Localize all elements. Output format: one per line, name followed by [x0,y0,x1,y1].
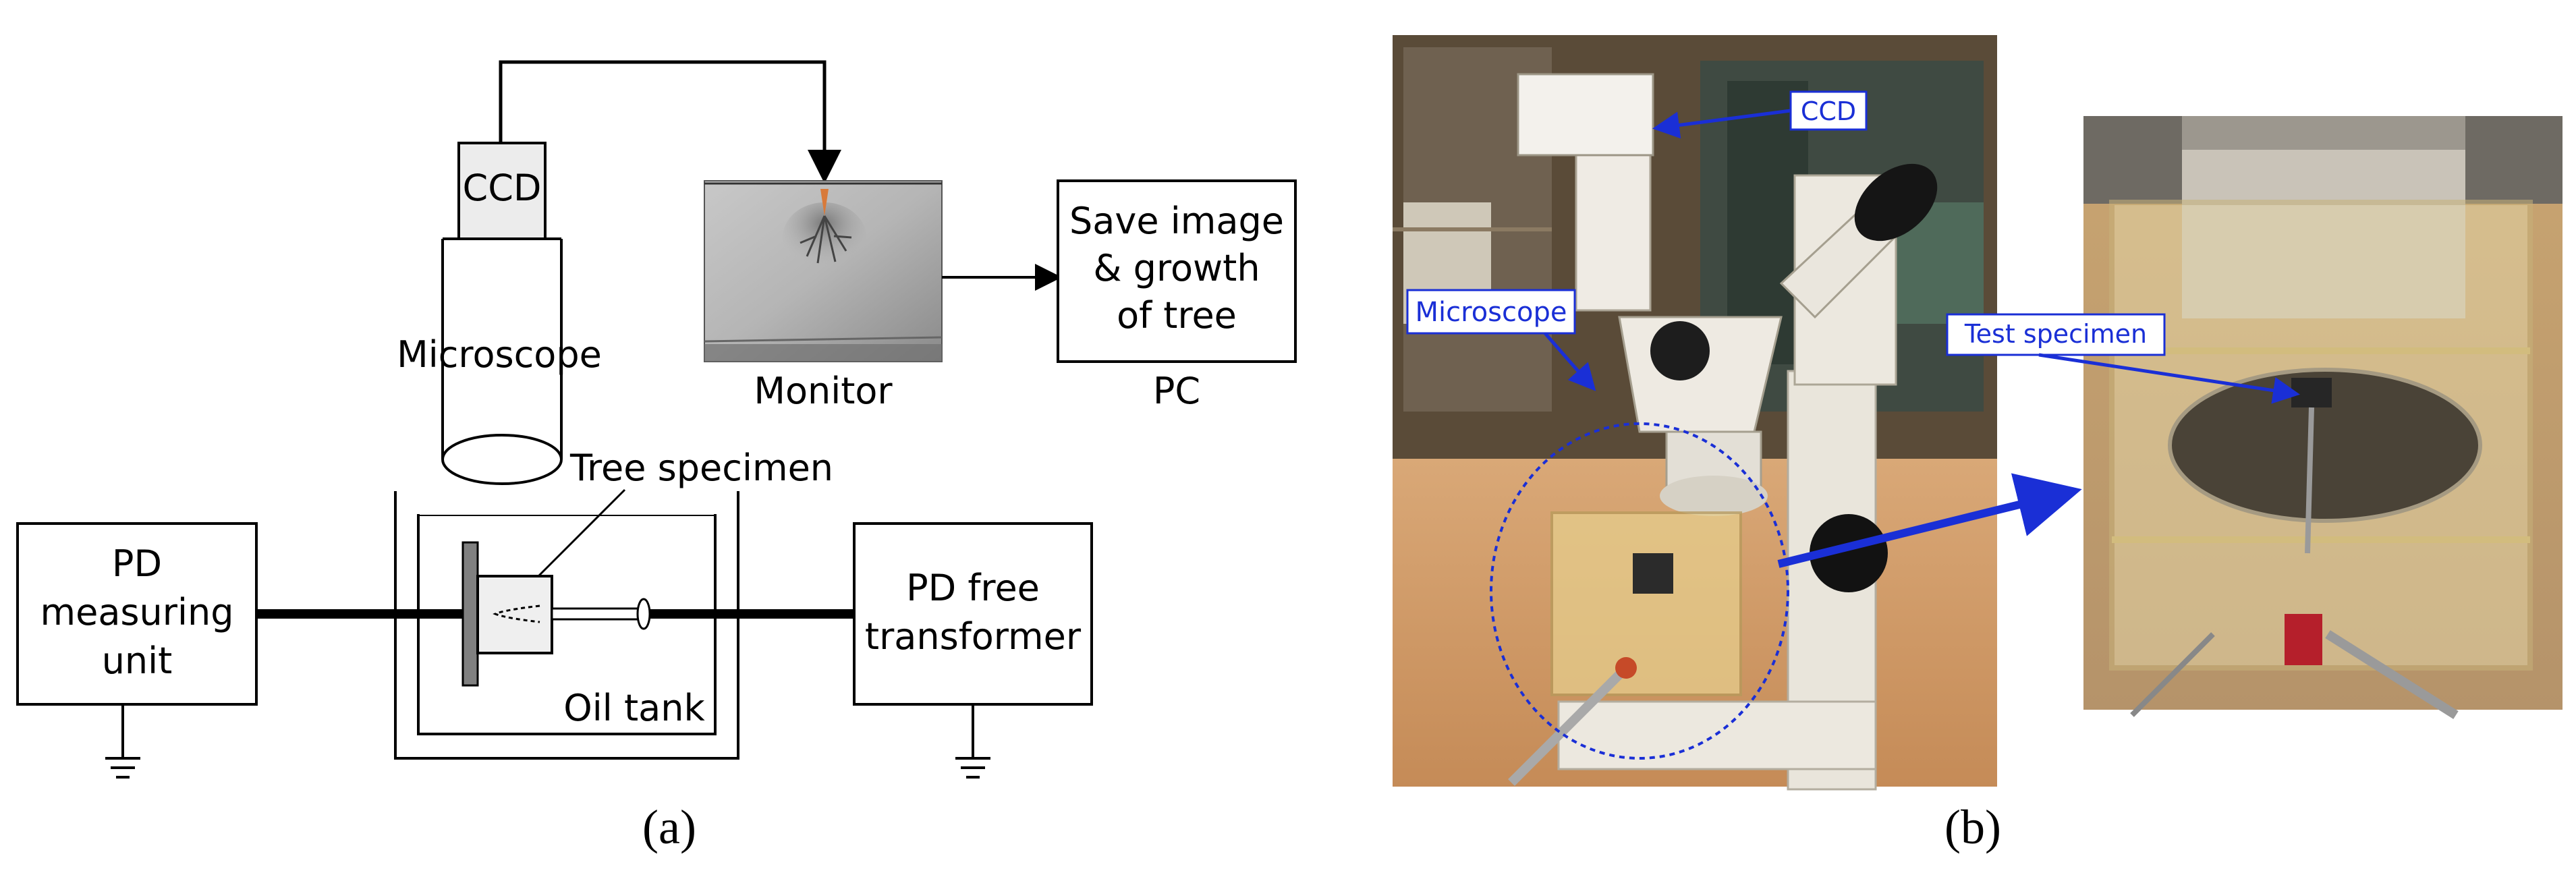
specimen-highlight-circle [1490,422,1789,760]
specimen-zoom-photo [2083,116,2563,719]
tree-specimen-block [476,575,553,654]
callout-microscope: Microscope [1406,289,1596,391]
needle-insulator [636,598,651,630]
pc-box-line2: & growth [1093,247,1260,289]
ccd-monitor-cable [499,60,841,184]
pc-box [1057,179,1297,363]
monitor-screen [704,180,943,362]
svg-text:Test specimen: Test specimen [1964,319,2147,349]
tree-specimen-label: Tree specimen [569,447,833,489]
pd-free-line1: PD free [906,567,1040,609]
panel-b-photos: CCD Microscope [1393,35,2563,854]
oil-tank-label: Oil tank [563,687,705,729]
apparatus-photo [1393,35,2082,791]
pd-free-transformer-box [853,522,1093,706]
pc-box-line3: of tree [1117,294,1237,337]
pc-label: PC [1153,370,1200,412]
needle-tree-channel [493,604,540,623]
callout-test-specimen: Test specimen [1946,313,2300,404]
oil-tank [394,491,739,760]
microscope-lens [441,434,563,485]
ground-symbol-left [105,704,140,779]
microscope-label: Microscope [397,333,602,376]
svg-text:CCD: CCD [1801,96,1856,126]
pd-free-line2: transformer [865,615,1082,658]
ccd-label: CCD [463,167,542,209]
microscope-body [441,237,563,485]
pd-measuring-line2: measuring [40,591,234,633]
callout-ccd: CCD [1652,90,1868,139]
pd-measuring-line3: unit [102,640,173,682]
panel-a-caption: (a) [642,800,696,854]
ground-plate-electrode [461,541,479,687]
pd-measuring-unit-box [16,522,258,706]
panel-a-schematic: CCD Microscope Monitor Save image & grow… [16,60,1297,854]
needle-electrode [551,607,642,621]
zoom-pointer-arrow [1777,473,2082,568]
tree-specimen-pointer [537,488,626,577]
pc-box-line1: Save image [1069,200,1284,242]
ground-symbol-right [955,704,990,779]
svg-text:Microscope: Microscope [1416,297,1567,328]
ccd-box [457,142,547,240]
panel-b-caption: (b) [1944,800,2001,854]
pd-measuring-line1: PD [112,542,162,585]
monitor-label: Monitor [754,370,893,412]
